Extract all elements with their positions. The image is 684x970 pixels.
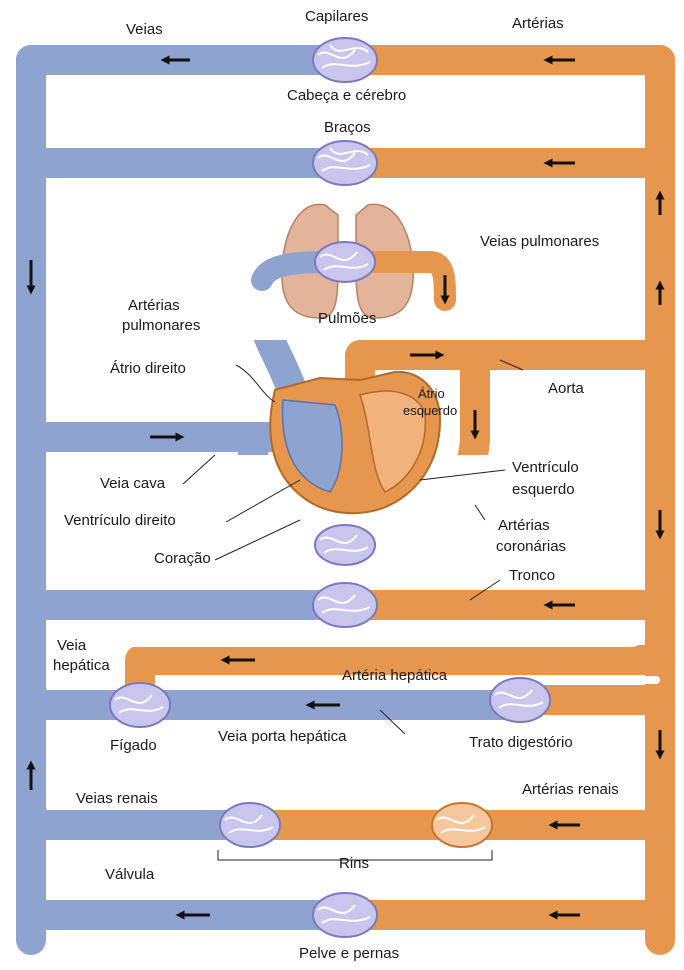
label-pelve-pernas: Pelve e pernas bbox=[299, 945, 399, 962]
label-arteria-hepatica: Artéria hepática bbox=[342, 667, 447, 684]
capillary-trunk bbox=[313, 583, 377, 627]
label-arterias-coronarias-2: coronárias bbox=[496, 538, 566, 555]
capillary-arms bbox=[313, 141, 377, 185]
label-rins: Rins bbox=[339, 855, 369, 872]
label-figado: Fígado bbox=[110, 737, 157, 754]
capillary-lungs bbox=[315, 242, 375, 282]
label-veias: Veias bbox=[126, 21, 163, 38]
label-atrio-esquerdo-1: Átrio bbox=[418, 387, 445, 402]
label-trato-digestorio: Trato digestório bbox=[469, 734, 573, 751]
capillary-head bbox=[313, 38, 377, 82]
capillary-heart bbox=[315, 525, 375, 565]
label-veia-cava: Veia cava bbox=[100, 475, 165, 492]
capillary-digestive bbox=[490, 678, 550, 722]
label-atrio-esquerdo-2: esquerdo bbox=[403, 404, 457, 419]
label-valvula: Válvula bbox=[105, 866, 154, 883]
label-arterias-pulmonares-2: pulmonares bbox=[122, 317, 200, 334]
label-ventriculo-esquerdo-1: Ventrículo bbox=[512, 459, 579, 476]
label-pulmoes: Pulmões bbox=[318, 310, 376, 327]
label-arterias-renais: Artérias renais bbox=[522, 781, 619, 798]
capillary-pelvis bbox=[313, 893, 377, 937]
label-arterias: Artérias bbox=[512, 15, 564, 32]
capillary-liver bbox=[110, 683, 170, 727]
capillary-kidney-left bbox=[220, 803, 280, 847]
label-bracos: Braços bbox=[324, 119, 371, 136]
label-veia-porta: Veia porta hepática bbox=[218, 728, 346, 745]
label-aorta: Aorta bbox=[548, 380, 584, 397]
label-atrio-direito: Átrio direito bbox=[110, 360, 186, 377]
capillary-kidney-right bbox=[432, 803, 492, 847]
label-cabeca: Cabeça e cérebro bbox=[287, 87, 406, 104]
label-capilares: Capilares bbox=[305, 8, 368, 25]
label-arterias-coronarias-1: Artérias bbox=[498, 517, 550, 534]
label-ventriculo-direito: Ventrículo direito bbox=[64, 512, 176, 529]
label-veia-hepatica-1: Veia bbox=[57, 637, 86, 654]
label-arterias-pulmonares-1: Artérias bbox=[128, 297, 180, 314]
label-veias-pulmonares: Veias pulmonares bbox=[480, 233, 599, 250]
label-veias-renais: Veias renais bbox=[76, 790, 158, 807]
label-tronco: Tronco bbox=[509, 567, 555, 584]
label-ventriculo-esquerdo-2: esquerdo bbox=[512, 481, 575, 498]
label-veia-hepatica-2: hepática bbox=[53, 657, 110, 674]
label-coracao: Coração bbox=[154, 550, 211, 567]
